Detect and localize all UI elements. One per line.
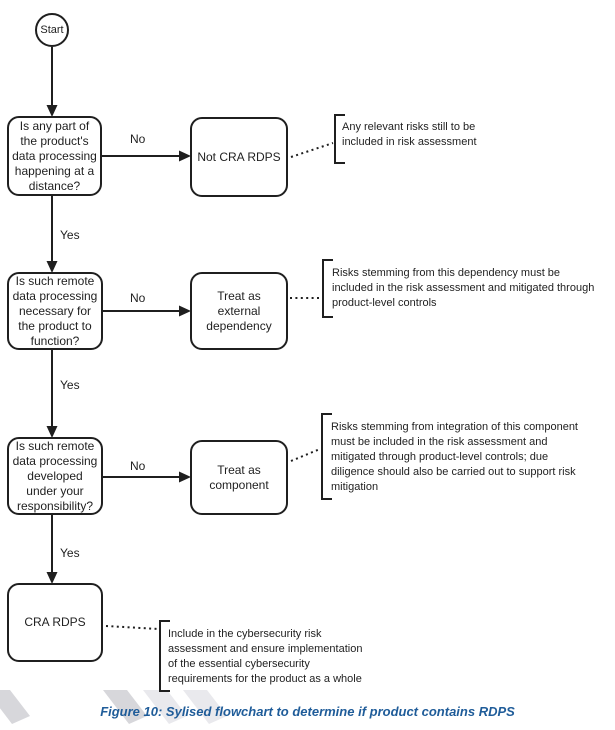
no-label-2: No [130,291,146,305]
outcome-component: Treat as component [190,440,288,515]
watermark-stripe [183,690,227,724]
yes-label-2: Yes [60,378,80,392]
bracket-1 [334,114,345,164]
annotation-cra-rdps-requirements: Include in the cybersecurity risk assess… [168,628,363,685]
watermark-stripe [143,690,187,724]
arrowhead [179,471,191,483]
no-label-3: No [130,459,146,473]
decision-developed-under-responsibility: Is such remote data processing developed… [7,437,103,515]
arrowhead [46,426,58,438]
annotation-brackets [159,114,345,692]
figure-caption: Figure 10: Sylised flowchart to determin… [100,704,515,719]
flow-arrows [46,47,191,584]
watermark-stripe [0,690,30,724]
outcome-cra-rdps: CRA RDPS [7,583,103,662]
annotation-dependency-risks: Risks stemming from this dependency must… [332,267,595,309]
dotted-link-4 [105,625,159,630]
annotation-component-risks: Risks stemming from integration of this … [331,421,578,493]
bracket-2 [322,259,333,318]
outcome-external-dependency: Treat as external dependency [190,272,288,350]
decision-necessary-to-function: Is such remote data processing necessary… [7,272,103,350]
outcome-not-cra-rdps: Not CRA RDPS [190,117,288,197]
yes-label-3: Yes [60,546,80,560]
arrowhead [46,261,58,273]
start-node: Start [35,13,69,47]
bracket-4 [159,620,170,692]
watermark-stripe [103,690,147,724]
annotation-risks-not-cra: Any relevant risks still to be included … [342,121,477,148]
arrowhead [179,150,191,162]
no-label-1: No [130,132,146,146]
arrowhead [46,572,58,584]
decision-distance-processing: Is any part of the product's data proces… [7,116,102,196]
arrowhead [179,305,191,317]
dotted-link-1 [290,142,334,158]
dotted-link-3 [290,448,321,462]
arrowhead [46,105,58,117]
bracket-3 [321,413,332,500]
yes-label-1: Yes [60,228,80,242]
watermark [0,690,227,724]
dotted-connectors [105,142,334,630]
